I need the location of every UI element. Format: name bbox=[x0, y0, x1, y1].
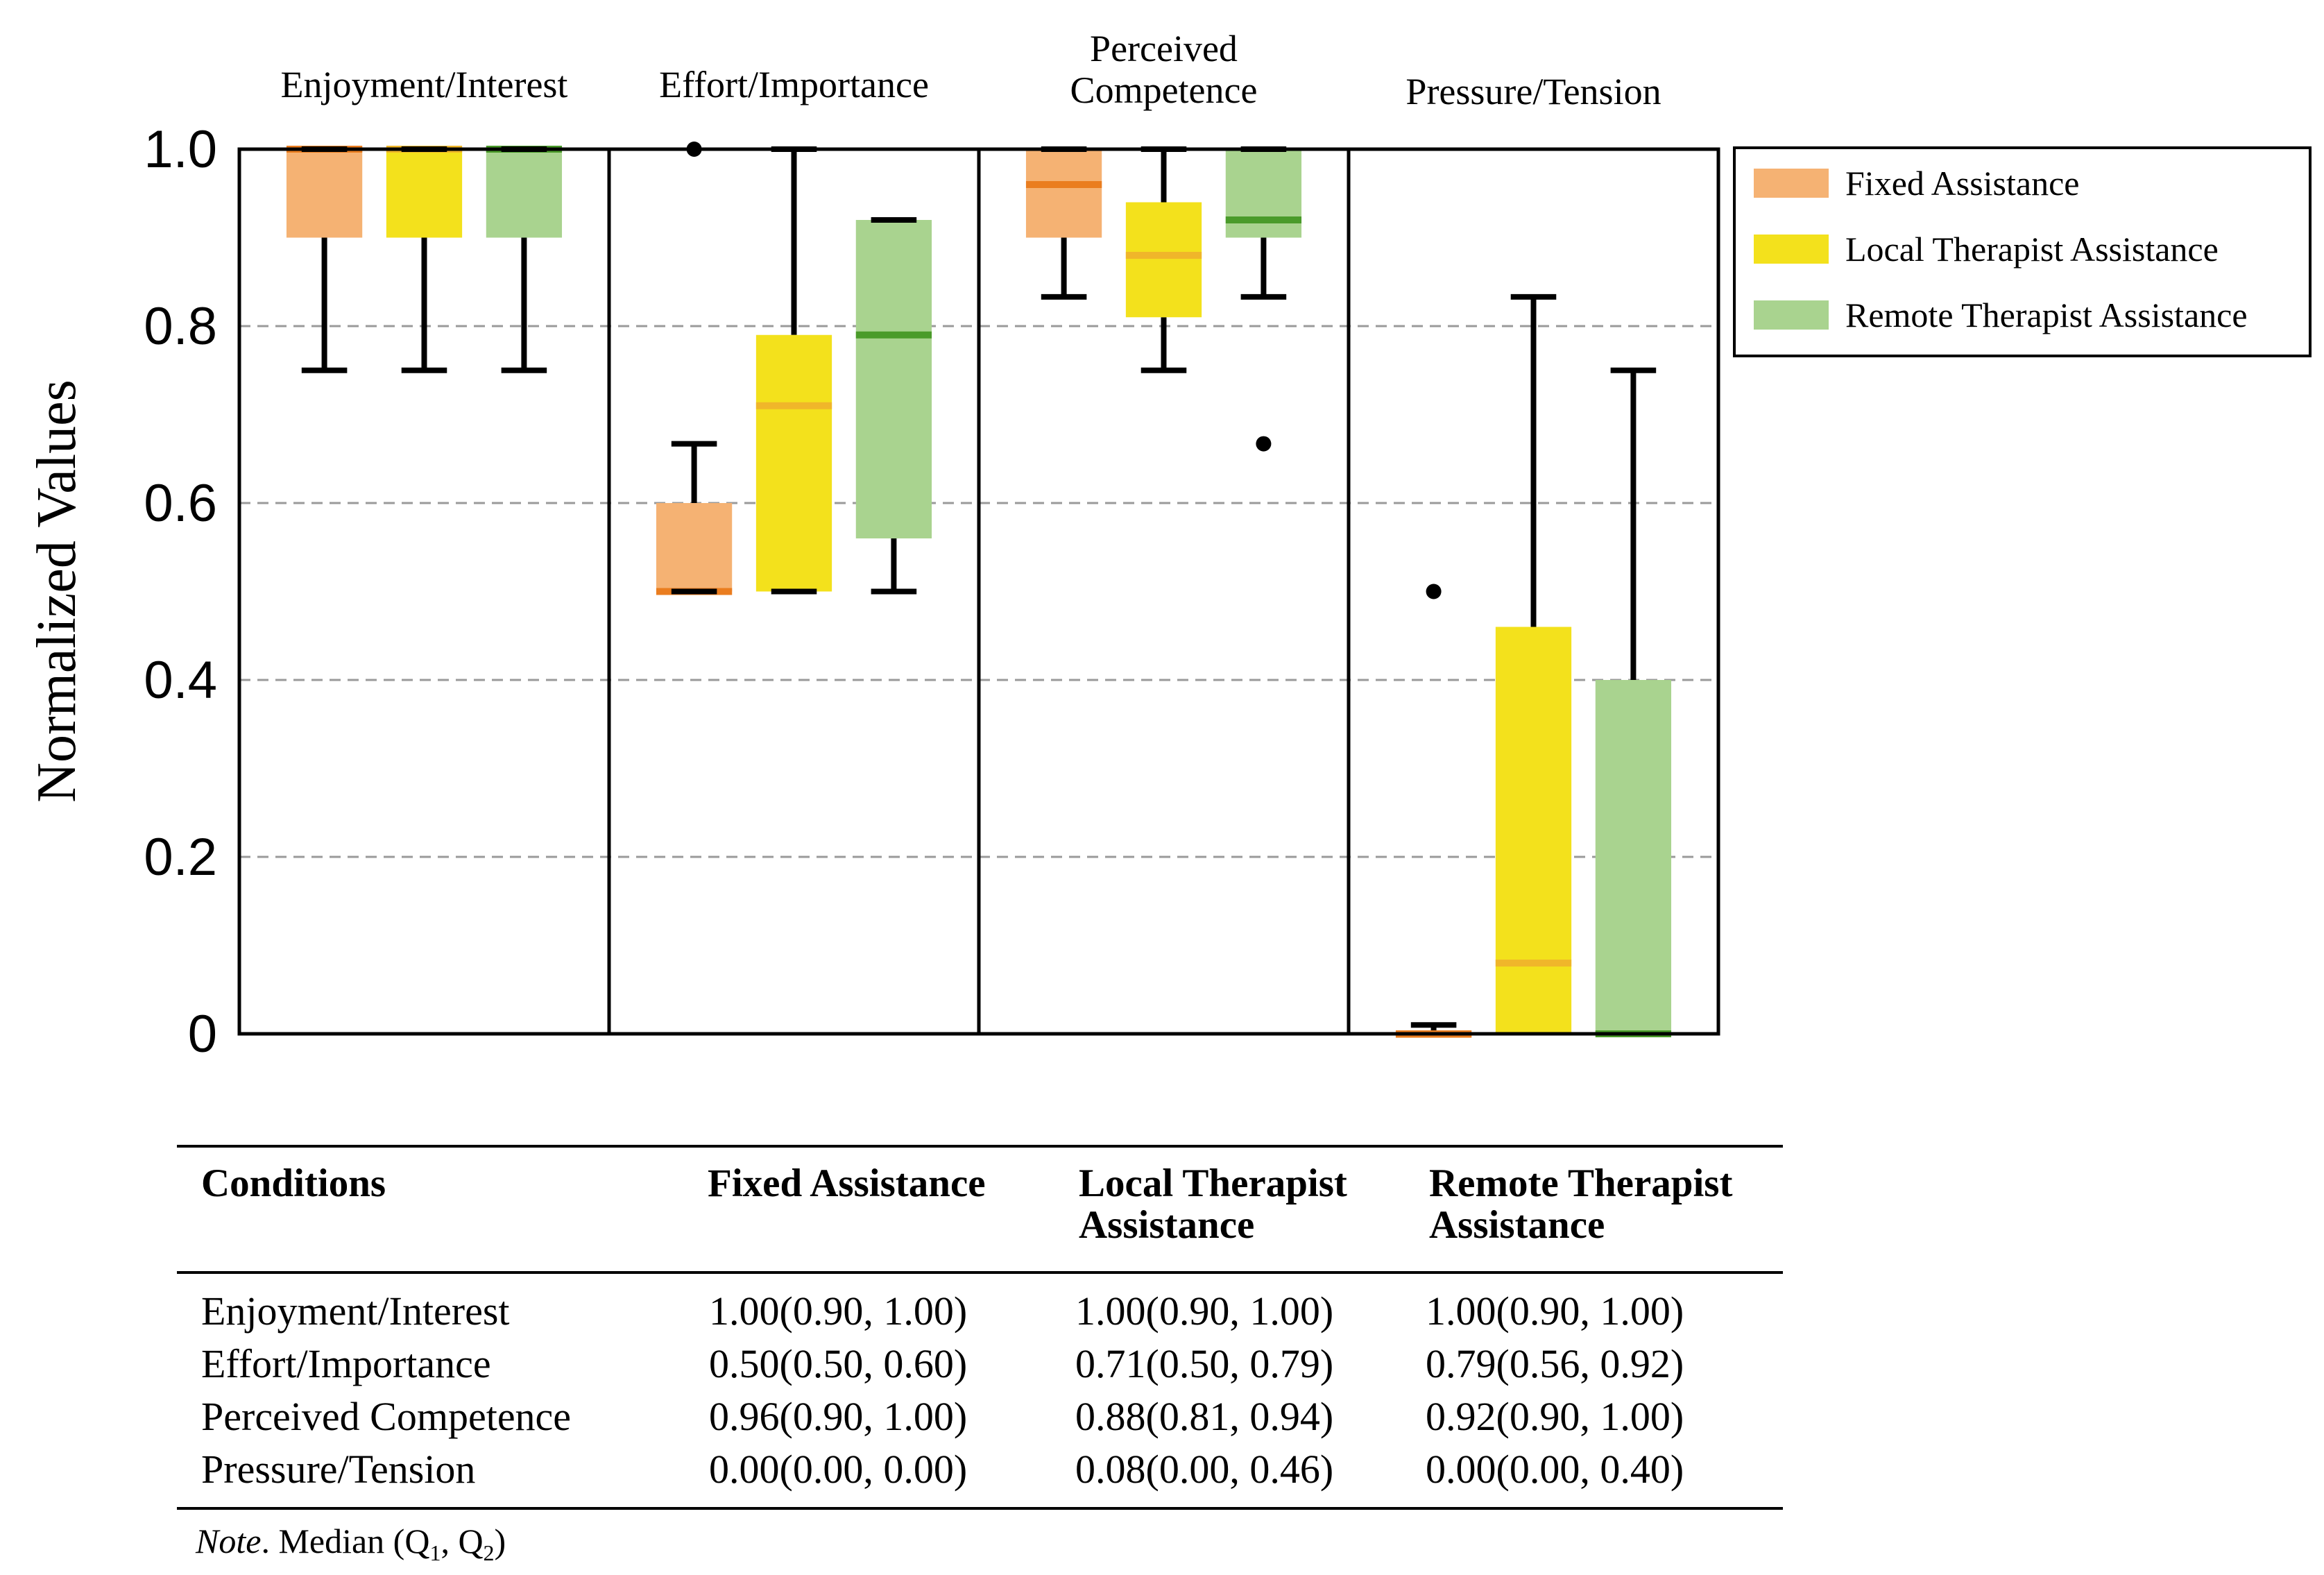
note-sep: , Q bbox=[441, 1522, 484, 1560]
legend-label-0: Fixed Assistance bbox=[1845, 164, 2079, 203]
panel-2-series-0-box bbox=[1025, 149, 1102, 238]
y-axis-label: Normalized Values bbox=[26, 380, 87, 802]
row-0-remote: 1.00(0.90, 1.00) bbox=[1426, 1288, 1684, 1334]
panel-1-series-0-box bbox=[656, 503, 733, 592]
boxes bbox=[286, 142, 1672, 1038]
y-tick-label-1: 0.2 bbox=[144, 828, 217, 887]
y-ticks: 0 0.2 0.4 0.6 0.8 1.0 bbox=[144, 120, 217, 1064]
y-tick-label-5: 1.0 bbox=[144, 120, 217, 179]
note-text: Median (Q bbox=[278, 1522, 430, 1560]
panel-2-series-1-box bbox=[1125, 202, 1202, 318]
row-3-remote: 0.00(0.00, 0.40) bbox=[1426, 1447, 1684, 1492]
header-conditions: Conditions bbox=[201, 1161, 386, 1205]
table-top-rule bbox=[177, 1145, 1783, 1148]
row-2-local: 0.88(0.81, 0.94) bbox=[1075, 1394, 1334, 1439]
y-tick-label-3: 0.6 bbox=[144, 474, 217, 533]
row-0-local: 1.00(0.90, 1.00) bbox=[1075, 1288, 1334, 1334]
legend-label-2: Remote Therapist Assistance bbox=[1845, 296, 2248, 334]
legend-swatch-0 bbox=[1754, 169, 1829, 198]
table-note: Note. Median (Q1, Q2) bbox=[196, 1522, 506, 1565]
header-remote-therapist-1: Remote Therapist bbox=[1429, 1161, 1733, 1205]
legend-swatch-1 bbox=[1754, 235, 1829, 264]
y-tick-label-2: 0.4 bbox=[144, 651, 217, 710]
legend-swatch-2 bbox=[1754, 300, 1829, 330]
box-plot-chart: 0 0.2 0.4 0.6 0.8 1.0 Enjoyment/Interest Effor… bbox=[26, 28, 2312, 1064]
row-3-fixed: 0.00(0.00, 0.00) bbox=[709, 1447, 968, 1492]
row-0-fixed: 1.00(0.90, 1.00) bbox=[709, 1288, 968, 1334]
row-1-label: Effort/Importance bbox=[201, 1341, 491, 1386]
note-end: ) bbox=[494, 1522, 506, 1560]
panel-title-3: Pressure/Tension bbox=[1405, 71, 1661, 112]
table-bottom-rule bbox=[177, 1507, 1783, 1510]
row-3-label: Pressure/Tension bbox=[201, 1447, 476, 1492]
panel-2-series-2-outlier-0 bbox=[1256, 436, 1272, 452]
y-tick-label-0: 0 bbox=[188, 1005, 217, 1064]
panel-title-0-line-0: Enjoyment/Interest bbox=[281, 64, 568, 105]
panel-title-1-line-0: Effort/Importance bbox=[659, 64, 929, 105]
header-local-therapist-1: Local Therapist bbox=[1079, 1161, 1347, 1205]
table-header-rule bbox=[177, 1271, 1783, 1274]
row-1-local: 0.71(0.50, 0.79) bbox=[1075, 1341, 1334, 1386]
row-0-label: Enjoyment/Interest bbox=[201, 1288, 510, 1334]
panel-1-series-2-box bbox=[855, 220, 932, 538]
panel-title-0: Enjoyment/Interest bbox=[281, 64, 568, 105]
header-fixed-assistance: Fixed Assistance bbox=[708, 1161, 986, 1205]
note-sub-2: 2 bbox=[483, 1540, 495, 1565]
row-1-remote: 0.79(0.56, 0.92) bbox=[1426, 1341, 1684, 1386]
panel-1-series-1-box bbox=[755, 334, 832, 592]
row-1-fixed: 0.50(0.50, 0.60) bbox=[709, 1341, 968, 1386]
row-2-remote: 0.92(0.90, 1.00) bbox=[1426, 1394, 1684, 1439]
note-label: Note bbox=[196, 1522, 262, 1560]
note-sub-1: 1 bbox=[429, 1540, 441, 1565]
panel-0-series-2-box bbox=[486, 149, 563, 238]
legend-label-1: Local Therapist Assistance bbox=[1845, 230, 2219, 269]
panel-3-series-2-box bbox=[1595, 680, 1672, 1034]
panel-titles: Enjoyment/Interest Effort/Importance Perce… bbox=[281, 28, 1661, 112]
panel-title-1: Effort/Importance bbox=[659, 64, 929, 105]
panel-2-series-2-box bbox=[1225, 149, 1302, 238]
header-local-therapist-2: Assistance bbox=[1079, 1203, 1255, 1247]
panel-title-2-line-1: Competence bbox=[1070, 69, 1258, 111]
header-remote-therapist-2: Assistance bbox=[1429, 1203, 1605, 1247]
panel-title-3-line-0: Pressure/Tension bbox=[1405, 71, 1661, 112]
panel-3-series-1-box bbox=[1495, 627, 1572, 1034]
legend-box bbox=[1733, 146, 2312, 357]
y-tick-label-4: 0.8 bbox=[144, 297, 217, 356]
row-2-fixed: 0.96(0.90, 1.00) bbox=[709, 1394, 968, 1439]
row-3-local: 0.08(0.00, 0.46) bbox=[1075, 1447, 1334, 1492]
row-2-label: Perceived Competence bbox=[201, 1394, 572, 1439]
panel-title-2-line-0: Perceived bbox=[1090, 28, 1238, 69]
panel-3-series-0-outlier-0 bbox=[1426, 584, 1442, 599]
panel-0-series-0-box bbox=[286, 149, 363, 238]
panel-0-series-1-box bbox=[386, 149, 463, 238]
plot-frame bbox=[237, 147, 1720, 1036]
